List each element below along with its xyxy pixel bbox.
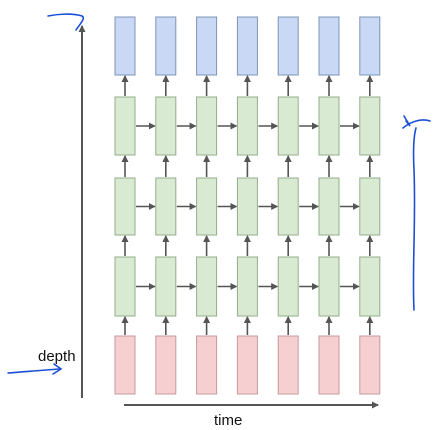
- annotation-ink: [7, 13, 431, 375]
- hidden-cell: [196, 96, 218, 156]
- hidden-cell: [277, 177, 299, 236]
- hidden-cell: [318, 96, 340, 156]
- hidden-cell: [318, 177, 340, 236]
- hidden-cell: [196, 177, 218, 236]
- input-cell: [277, 335, 299, 395]
- hidden-cell: [277, 256, 299, 317]
- hidden-cell: [359, 256, 381, 317]
- hidden-cell: [155, 96, 177, 156]
- input-cell: [196, 335, 218, 395]
- input-cell: [114, 335, 136, 395]
- output-cell: [114, 16, 136, 76]
- hidden-cell: [359, 177, 381, 236]
- hidden-cell: [236, 256, 258, 317]
- hidden-cell: [236, 177, 258, 236]
- output-cell: [196, 16, 218, 76]
- hidden-cell: [236, 96, 258, 156]
- hidden-cell: [114, 96, 136, 156]
- hidden-cell: [359, 96, 381, 156]
- output-cell: [236, 16, 258, 76]
- cell-grid: [114, 16, 381, 395]
- output-cell: [359, 16, 381, 76]
- output-cell: [155, 16, 177, 76]
- hidden-cell: [277, 96, 299, 156]
- hidden-cell: [155, 256, 177, 317]
- input-cell: [236, 335, 258, 395]
- hidden-cell: [114, 256, 136, 317]
- hidden-cell: [318, 256, 340, 317]
- input-cell: [318, 335, 340, 395]
- hidden-cell: [155, 177, 177, 236]
- hidden-cell: [114, 177, 136, 236]
- hidden-cell: [196, 256, 218, 317]
- time-label: time: [214, 412, 242, 429]
- output-cell: [277, 16, 299, 76]
- input-cell: [155, 335, 177, 395]
- input-cell: [359, 335, 381, 395]
- depth-label: depth: [38, 348, 76, 365]
- output-cell: [318, 16, 340, 76]
